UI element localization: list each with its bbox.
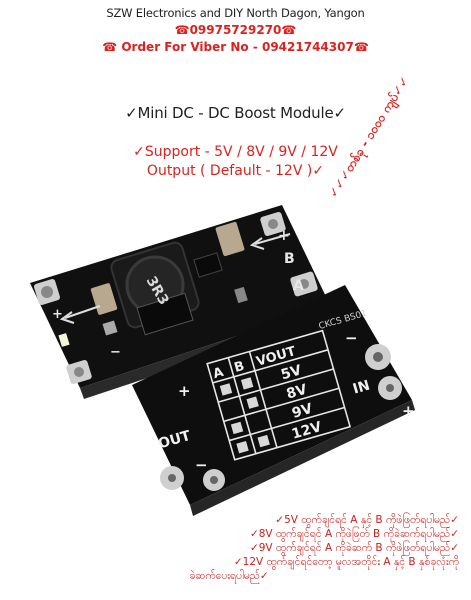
back-minus-right: − [345,329,358,347]
instruction-8v: ✓8V ထွက်ချင်ရင် A ကိုဖဲဖြတ် B ကိုခဲဆက်ရပ… [249,528,459,540]
instruction-5v: ✓5V ထွက်ချင်ရင် A နှင့် B ကိုဖဲဖြတ်ရပါမည… [275,514,459,526]
shop-name: SZW Electronics and DIY North Dagon, Yan… [106,6,365,20]
back-board [132,285,415,516]
support-line-1: ✓Support - 5V / 8V / 9V / 12V [133,144,338,160]
support-line-2: Output ( Default - 12V )✓ [146,163,325,179]
back-plus-right: + [402,402,415,420]
front-plus-left: + [52,307,63,322]
telephone-icon: ☎ [102,40,118,54]
back-row-9v: 9V [290,401,314,422]
telephone-icon: ☎ [281,23,297,37]
phone-number: 09975729270 [189,23,282,37]
front-label-a: A [293,278,304,294]
back-header-b: B [233,359,247,376]
back-plus-left: + [178,382,191,400]
back-minus-left: − [195,456,208,474]
back-header-a: A [211,365,225,382]
front-label-b: B [284,251,295,267]
shop-header: SZW Electronics and DIY North Dagon, Yan… [0,6,471,54]
back-row-5v: 5V [279,362,303,383]
product-title: ✓Mini DC - DC Boost Module✓ [125,104,346,122]
viber-text: Order For Viber No - 09421744307 [121,40,354,54]
telephone-icon: ☎ [174,23,190,37]
instruction-9v: ✓9V ထွက်ချင်ရင် A ကိုခဲဆက် B ကိုဖဲဖြတ်ရပ… [249,542,459,554]
instruction-12v-cont: ခဲဆက်ပေးရပါမည်✓ [189,570,269,582]
support-text: ✓Support - 5V / 8V / 9V / 12V Output ( D… [0,143,471,181]
viber-line: ☎ Order For Viber No - 09421744307☎ [0,40,471,54]
instruction-12v: ✓12V ထွက်ချင်ရင်တော့ မူလအတိုင်း A နှင့် … [233,556,459,568]
telephone-icon: ☎ [353,40,369,54]
phone-line: ☎09975729270☎ [0,23,471,37]
front-minus: − [110,345,121,360]
back-row-8v: 8V [285,382,309,403]
back-label-in: IN [351,378,372,398]
jumper-instructions: ✓5V ထွက်ချင်ရင် A နှင့် B ကိုဖဲဖြတ်ရပါမည… [29,513,459,583]
front-plus: + [278,228,290,244]
